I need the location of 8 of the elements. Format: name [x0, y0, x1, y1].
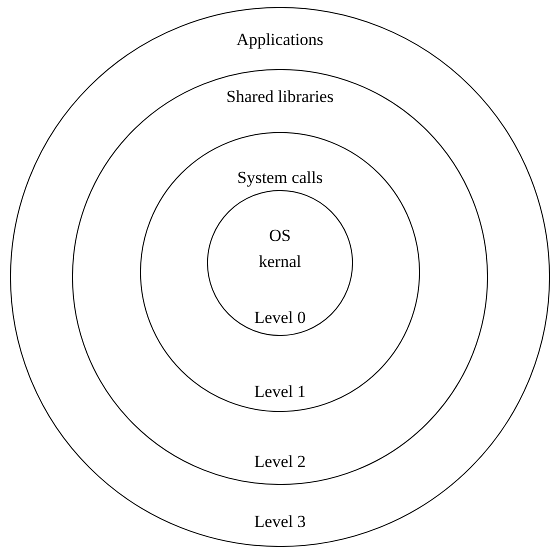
ring-label: Level 0 [253, 307, 307, 329]
ring-label: OS kernal [258, 225, 302, 273]
ring-label: Level 2 [253, 451, 307, 473]
ring-label: Applications [236, 29, 324, 51]
ring-label: Shared libraries [225, 86, 335, 108]
ring-label: Level 3 [253, 511, 307, 533]
ring-label: Level 1 [253, 381, 307, 403]
ring-label: System calls [236, 167, 324, 189]
